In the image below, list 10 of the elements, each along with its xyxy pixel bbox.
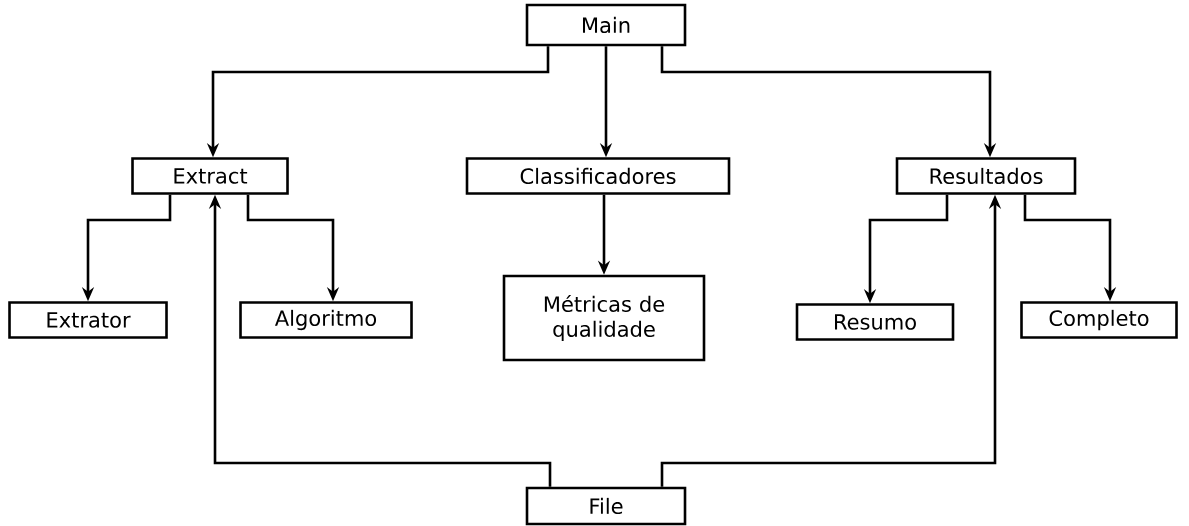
process-box: Algoritmo: [239, 301, 413, 339]
process-box: Classificadores: [465, 157, 731, 195]
process-box: Extrator: [8, 301, 168, 339]
process-box: Resumo: [795, 303, 955, 341]
process-box: File: [525, 486, 687, 526]
process-box: Extract: [131, 157, 289, 195]
process-box: Main: [525, 3, 687, 47]
process-box: Resultados: [895, 157, 1077, 195]
process-box: Completo: [1020, 301, 1178, 339]
process-box: Métricas de qualidade: [502, 274, 706, 362]
